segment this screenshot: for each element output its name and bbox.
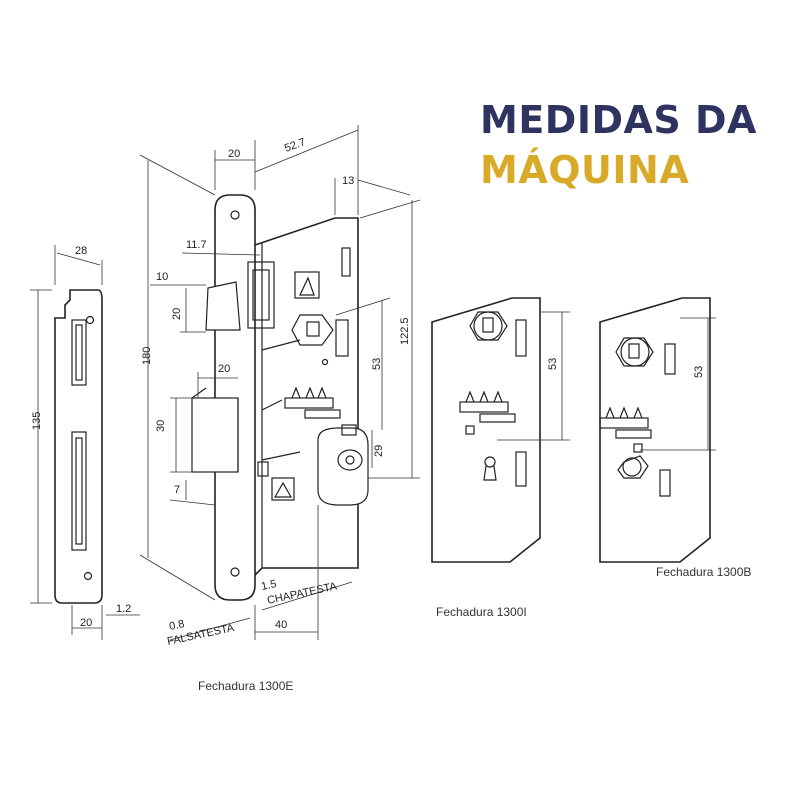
caption-lock-1300b: Fechadura 1300B (656, 565, 751, 579)
dim-spacing-53-b: 53 (693, 366, 705, 378)
lock-1300i: 53 Fechadura 1300I (431, 297, 570, 619)
label-chapatesta: CHAPATESTA (266, 580, 338, 607)
dim-faceplate-width: 20 (228, 148, 240, 160)
dim-falsatesta-value: 0.8 (168, 618, 185, 633)
dim-strike-height: 135 (31, 412, 43, 430)
dim-bolt-30: 30 (155, 420, 167, 432)
dim-spacing-53-i: 53 (547, 358, 559, 370)
title-line-1: MEDIDAS DA (480, 98, 757, 142)
dim-offset-13: 13 (342, 175, 354, 187)
lock-1300e: 20 52.7 13 11.7 10 20 180 (139, 125, 421, 693)
dim-latch-11-7: 11.7 (186, 239, 207, 251)
dim-strike-base: 20 (80, 617, 92, 629)
title-line-2: MÁQUINA (480, 148, 690, 192)
dim-chapatesta-value: 1.5 (260, 578, 277, 593)
dim-backset-40: 40 (275, 619, 287, 631)
lock-1300b: 53 Fechadura 1300B (599, 297, 751, 579)
dim-cyl-29: 29 (373, 445, 385, 457)
dim-strike-width: 28 (75, 245, 87, 257)
dim-bolt-20: 20 (218, 363, 230, 375)
dim-latch-10: 10 (156, 271, 168, 283)
dim-spacing-53: 53 (371, 358, 383, 370)
dim-height-122-5: 122.5 (399, 317, 411, 345)
dim-height-180: 180 (141, 347, 153, 365)
dim-strike-thickness: 1.2 (116, 603, 131, 615)
dim-bolt-7: 7 (174, 484, 180, 496)
strike-plate: 28 135 20 1.2 (30, 245, 140, 640)
dim-latch-20: 20 (171, 308, 183, 320)
caption-lock-1300i: Fechadura 1300I (436, 605, 527, 619)
caption-lock-1300e: Fechadura 1300E (198, 679, 293, 693)
